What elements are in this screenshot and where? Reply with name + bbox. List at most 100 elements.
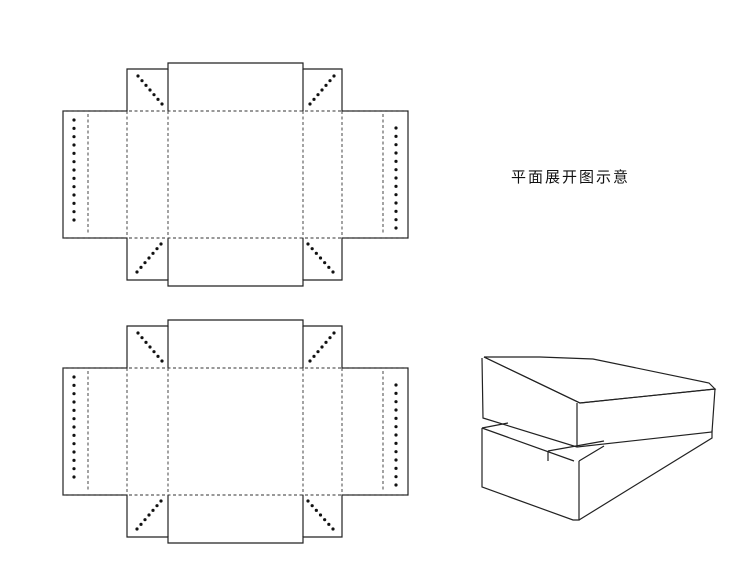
glue-dot [394, 143, 398, 147]
glue-dot [72, 425, 76, 429]
glue-dot [72, 201, 76, 205]
glue-dot [72, 433, 76, 437]
glue-dot [394, 416, 398, 420]
glue-dot [72, 193, 76, 197]
corner-dot [327, 522, 331, 526]
corner-dot [155, 504, 159, 508]
corner-dot [316, 350, 320, 354]
corner-dot [327, 265, 331, 269]
corner-dot [331, 270, 335, 274]
glue-dot [394, 168, 398, 172]
corner-dot [160, 102, 164, 106]
corner-dot [156, 97, 160, 101]
glue-dot [394, 466, 398, 470]
corner-dot [136, 331, 140, 335]
glue-dot [72, 135, 76, 139]
corner-dot [135, 270, 139, 274]
corner-dot [328, 79, 332, 83]
lid-outline [481, 356, 716, 448]
corner-dot [139, 265, 143, 269]
glue-dot [72, 467, 76, 471]
glue-dot [72, 118, 76, 122]
glue-dot [72, 475, 76, 479]
glue-dot [394, 425, 398, 429]
corner-dot [160, 359, 164, 363]
corner-dot [314, 251, 318, 255]
base-front-left [481, 428, 580, 521]
glue-dot [72, 160, 76, 164]
base-inner-wall [547, 440, 605, 452]
corner-dot [140, 79, 144, 83]
corner-dot [332, 331, 336, 335]
corner-dot [318, 256, 323, 260]
corner-dot [323, 518, 327, 522]
corner-dot [306, 242, 310, 246]
glue-dot [394, 400, 398, 404]
glue-dot [72, 408, 76, 412]
glue-dot [394, 433, 398, 437]
net-outline [62, 62, 409, 287]
corner-dot [147, 513, 151, 517]
lid-top-face [483, 356, 717, 404]
glue-dot [394, 383, 398, 387]
glue-dot [394, 408, 398, 412]
corner-dot [148, 88, 152, 92]
glue-dot [72, 442, 76, 446]
corner-dot [147, 256, 151, 260]
glue-dot [72, 458, 76, 462]
glue-dot [72, 185, 76, 189]
glue-dot [72, 450, 76, 454]
corner-dot [143, 518, 147, 522]
glue-dot [394, 201, 398, 205]
glue-dot [394, 176, 398, 180]
corner-dot [139, 522, 143, 526]
glue-dot [394, 126, 398, 130]
box-lid-net [62, 62, 409, 287]
glue-dot [72, 143, 76, 147]
glue-dot [394, 483, 398, 487]
corner-dot [331, 527, 335, 531]
net-outline [62, 319, 409, 544]
corner-dot [310, 504, 314, 508]
corner-dot [136, 74, 140, 78]
corner-dot [312, 354, 316, 358]
box-base-net [62, 319, 409, 544]
glue-dot [394, 159, 398, 163]
corner-dot [151, 251, 155, 255]
glue-dot [394, 475, 398, 479]
glue-dot [394, 226, 398, 230]
glue-dot [394, 218, 398, 222]
glue-dot [72, 218, 76, 222]
corner-dot [144, 83, 148, 87]
glue-dot [72, 383, 76, 387]
base-top-back-edge [481, 422, 509, 429]
corner-dot [324, 83, 328, 87]
glue-dot [394, 450, 398, 454]
glue-dot [394, 193, 398, 197]
corner-dot [308, 102, 312, 106]
diagram-caption: 平面展开图示意 [511, 168, 631, 186]
glue-dot [394, 184, 398, 188]
glue-dot [394, 209, 398, 213]
corner-dot [320, 88, 324, 92]
base-right-bottom [578, 430, 713, 521]
corner-dot [140, 336, 144, 340]
corner-dot [159, 242, 163, 246]
base-top-front-edge [481, 427, 575, 462]
corner-dot [314, 508, 318, 512]
glue-dot [72, 417, 76, 421]
corner-dot [148, 345, 152, 349]
corner-dot [306, 499, 310, 503]
corner-dot [156, 354, 160, 358]
corner-dot [316, 93, 320, 97]
corner-dot [159, 499, 163, 503]
corner-dot [151, 508, 155, 512]
glue-dot [394, 134, 398, 138]
glue-dot [72, 392, 76, 396]
corner-dot [324, 340, 328, 344]
glue-dot [72, 176, 76, 180]
assembled-box [481, 356, 717, 521]
corner-dot [144, 340, 148, 344]
glue-dot [394, 458, 398, 462]
